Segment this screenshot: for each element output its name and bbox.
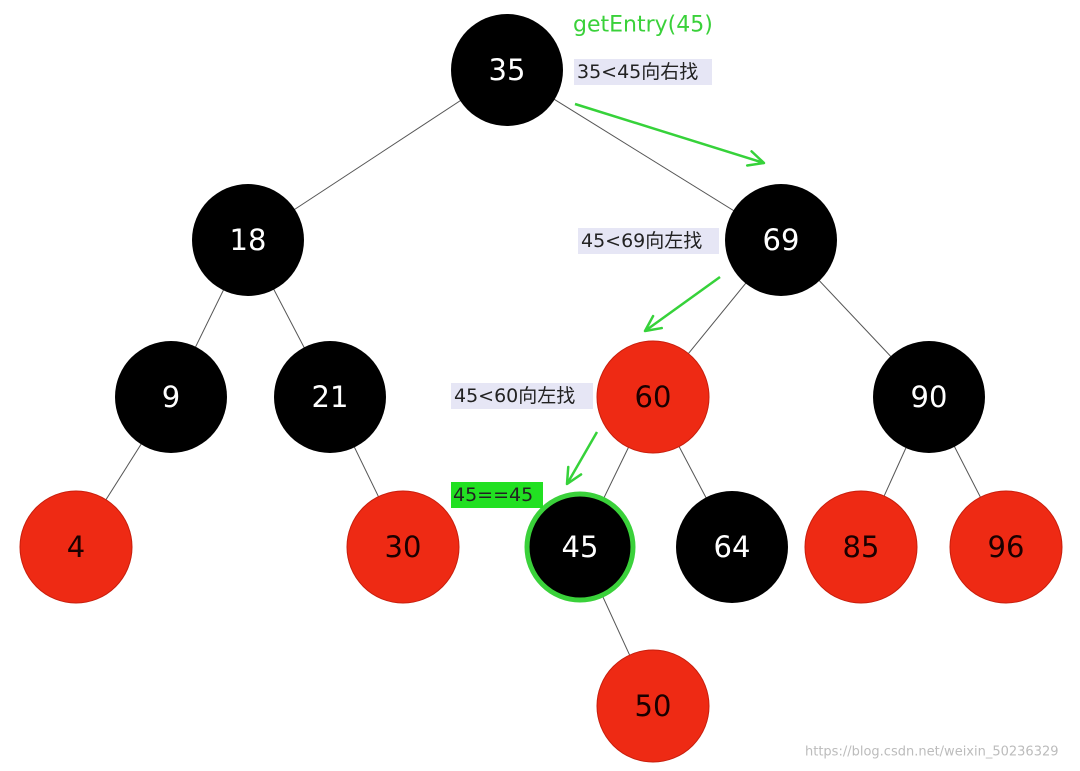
- tree-node-circle-35: [451, 14, 563, 126]
- tree-node-circle-96: [949, 490, 1063, 604]
- step2-annotation-bg: [578, 228, 719, 254]
- search-arrow-head-3: [565, 465, 583, 486]
- search-arrow-shaft-3: [565, 431, 599, 485]
- tree-node-50: 50: [596, 649, 710, 763]
- step3-annotation-text: 45<60向左找: [454, 385, 575, 407]
- tree-node-circle-18: [192, 184, 304, 296]
- tree-node-label-90: 90: [911, 380, 948, 414]
- tree-node-circle-50: [596, 649, 710, 763]
- tree-node-circle-69: [725, 184, 837, 296]
- step1-annotation: 35<45向右找: [574, 59, 712, 85]
- tree-node-35: 35: [451, 14, 563, 126]
- tree-node-label-50: 50: [635, 689, 672, 723]
- tree-node-circle-45: [524, 491, 636, 603]
- tree-node-64: 64: [676, 491, 788, 603]
- tree-nodes: 35 18 69 9 21 60 90 4 30 45 64 85 96 50: [19, 14, 1063, 763]
- tree-node-circle-90: [873, 341, 985, 453]
- match-annotation-text: 45==45: [453, 484, 533, 506]
- tree-node-label-60: 60: [635, 380, 672, 414]
- search-arrow-shaft-1: [574, 102, 765, 165]
- step3-annotation-bg: [451, 383, 593, 409]
- tree-node-label-69: 69: [763, 223, 800, 257]
- tree-node-label-21: 21: [312, 380, 349, 414]
- search-arrow-shaft-2: [644, 275, 721, 333]
- diagram-title: getEntry(45): [573, 13, 713, 38]
- step2-annotation-text: 45<69向左找: [581, 230, 702, 252]
- tree-node-label-96: 96: [988, 530, 1025, 564]
- tree-node-21: 21: [274, 341, 386, 453]
- match-annotation-bg: [451, 482, 543, 508]
- tree-node-label-64: 64: [714, 530, 751, 564]
- tree-node-circle-85: [804, 490, 918, 604]
- tree-node-circle-4: [19, 490, 133, 604]
- tree-node-9: 9: [115, 341, 227, 453]
- tree-node-85: 85: [804, 490, 918, 604]
- tree-node-label-4: 4: [67, 530, 85, 564]
- tree-node-90: 90: [873, 341, 985, 453]
- match-annotation: 45==45: [451, 482, 543, 508]
- tree-node-label-45: 45: [562, 530, 599, 564]
- step-annotations: 35<45向右找 45<69向左找 45<60向左找 45==45: [451, 59, 719, 508]
- watermark: https://blog.csdn.net/weixin_50236329: [805, 745, 1059, 760]
- tree-node-30: 30: [346, 490, 460, 604]
- search-arrow-head-2: [643, 314, 663, 333]
- step3-annotation: 45<60向左找: [451, 383, 593, 409]
- tree-node-18: 18: [192, 184, 304, 296]
- step1-annotation-text: 35<45向右找: [577, 61, 698, 83]
- tree-node-label-9: 9: [162, 380, 180, 414]
- tree-node-circle-30: [346, 490, 460, 604]
- tree-node-label-85: 85: [843, 530, 880, 564]
- tree-node-circle-9: [115, 341, 227, 453]
- tree-node-4: 4: [19, 490, 133, 604]
- search-arrow-head-1: [745, 150, 766, 167]
- tree-node-label-18: 18: [230, 223, 267, 257]
- search-path-arrows: [565, 102, 766, 486]
- search-arrow-2: [643, 275, 721, 333]
- search-arrow-3: [565, 431, 599, 486]
- tree-node-45: 45: [524, 491, 636, 603]
- tree-node-circle-60: [596, 340, 710, 454]
- search-arrow-1: [574, 102, 766, 167]
- step1-annotation-bg: [574, 59, 712, 85]
- tree-node-96: 96: [949, 490, 1063, 604]
- tree-node-label-35: 35: [489, 53, 526, 87]
- tree-node-circle-64: [676, 491, 788, 603]
- tree-node-label-30: 30: [385, 530, 422, 564]
- tree-node-circle-21: [274, 341, 386, 453]
- step2-annotation: 45<69向左找: [578, 228, 719, 254]
- tree-node-60: 60: [596, 340, 710, 454]
- tree-node-69: 69: [725, 184, 837, 296]
